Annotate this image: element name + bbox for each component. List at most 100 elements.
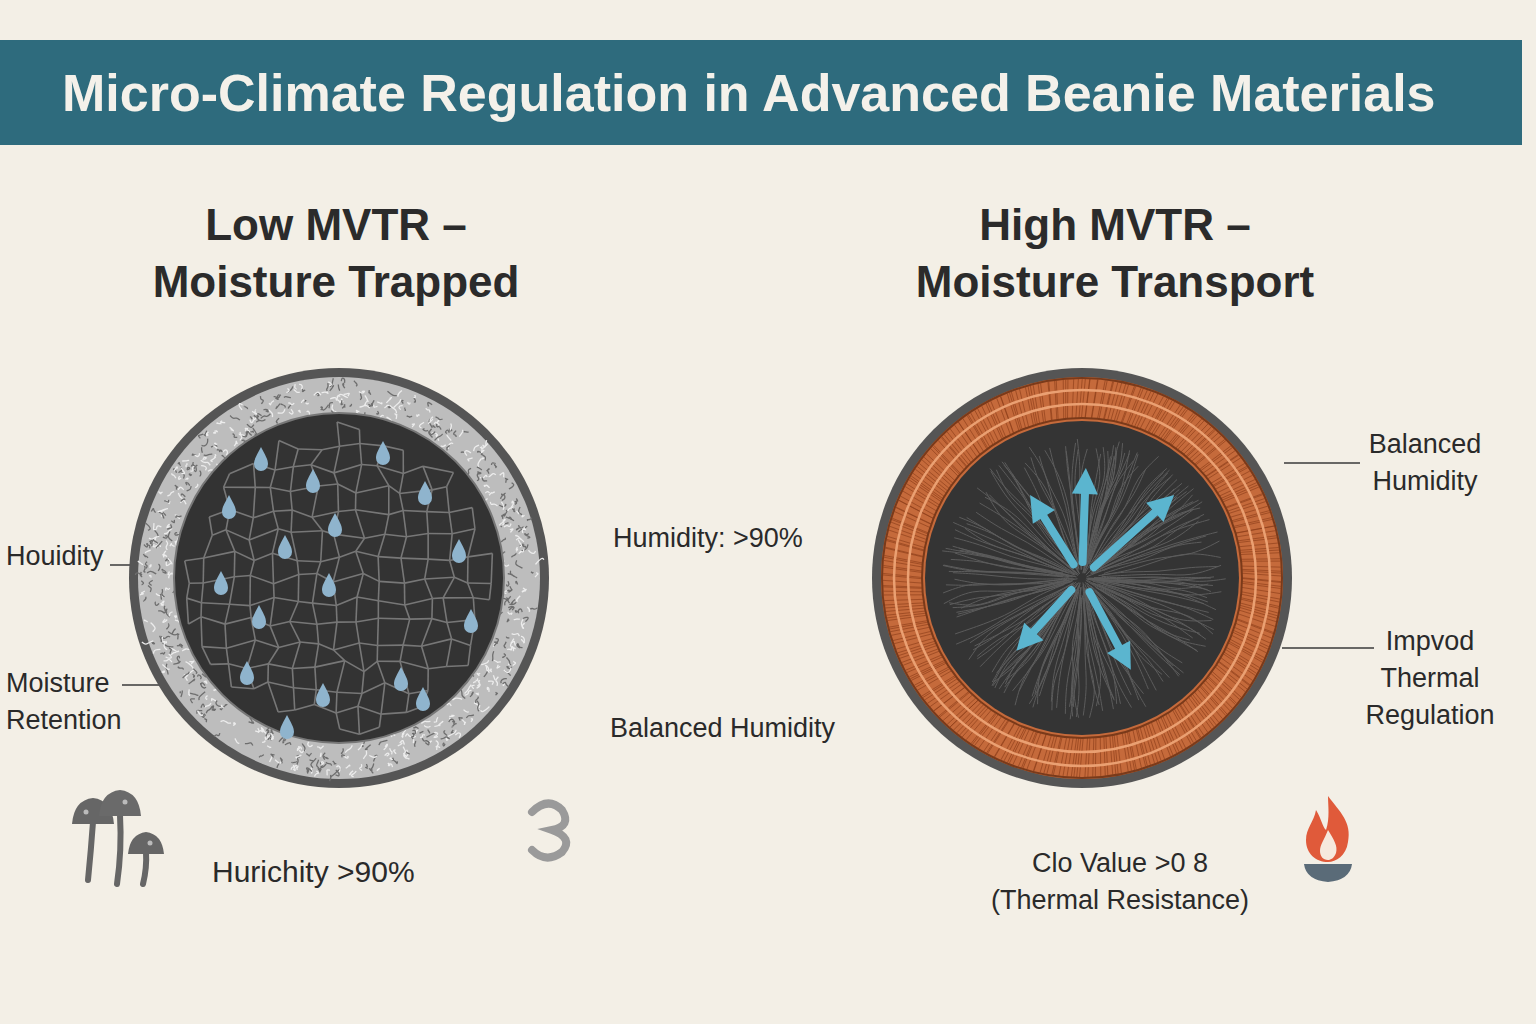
ring-fiber — [1103, 381, 1112, 419]
texture-fiber — [359, 391, 365, 393]
cell-mesh — [185, 422, 493, 734]
texture-fiber — [402, 736, 403, 738]
texture-fiber — [291, 765, 297, 770]
leader-line — [1282, 647, 1374, 649]
texture-fiber — [323, 756, 328, 759]
cell-wall — [312, 573, 316, 603]
texture-fiber — [294, 390, 300, 393]
cell-wall — [422, 639, 452, 646]
texture-fiber — [446, 430, 450, 433]
water-droplet — [322, 573, 336, 597]
cell-wall — [377, 660, 400, 662]
texture-fiber — [515, 499, 518, 502]
cell-wall — [403, 619, 410, 645]
outer-border — [129, 368, 549, 788]
circle-heading: Low MVTR – Moisture Trapped — [121, 196, 551, 310]
texture-fiber — [412, 733, 414, 739]
texture-fiber — [402, 400, 404, 403]
texture-fiber — [198, 434, 203, 438]
cell-wall — [359, 643, 377, 646]
texture-fiber — [387, 391, 396, 395]
texture-fiber — [474, 682, 477, 683]
texture-fiber — [504, 524, 511, 527]
texture-fiber — [454, 431, 456, 437]
texture-fiber — [434, 717, 438, 722]
texture-fiber — [178, 667, 184, 670]
cell-wall — [356, 538, 365, 551]
water-droplet — [316, 683, 330, 707]
texture-fiber — [384, 405, 389, 407]
ring-fiber — [1106, 736, 1108, 775]
texture-fiber — [522, 590, 526, 592]
texture-fiber — [449, 719, 455, 722]
cell-wall — [315, 644, 319, 667]
cell-wall — [432, 619, 447, 623]
texture-fiber — [487, 687, 489, 691]
fiber — [953, 546, 1069, 575]
cell-wall — [272, 529, 278, 554]
mushroom-stem — [117, 815, 121, 884]
ring-fiber — [1239, 607, 1277, 618]
cell-wall — [250, 560, 254, 575]
texture-fiber — [517, 596, 521, 602]
texture-fiber — [195, 484, 198, 488]
cell-wall — [337, 661, 345, 693]
title-banner: Micro-Climate Regulation in Advanced Bea… — [0, 40, 1522, 145]
vapour-arrow-head — [1072, 468, 1098, 494]
ring-fiber — [1240, 603, 1278, 613]
sample-circle: High MVTR – Moisture Transport — [862, 196, 1302, 793]
texture-fiber — [264, 409, 269, 411]
texture-fiber — [306, 753, 311, 756]
title-text: Micro-Climate Regulation in Advanced Bea… — [62, 63, 1436, 123]
fiber — [950, 582, 1068, 605]
texture-fiber — [517, 645, 522, 648]
cell-wall — [333, 557, 339, 582]
cell-wall — [334, 446, 340, 473]
texture-fiber — [443, 743, 445, 746]
cell-wall — [359, 643, 364, 672]
texture-fiber — [158, 564, 160, 571]
texture-fiber — [189, 679, 195, 684]
texture-fiber — [333, 761, 337, 764]
orange-ring — [881, 377, 1283, 779]
texture-fiber — [301, 400, 305, 403]
texture-fiber — [485, 665, 489, 672]
texture-fiber — [408, 402, 410, 404]
cell-wall — [321, 557, 340, 562]
texture-fiber — [478, 458, 481, 467]
texture-fiber — [327, 383, 328, 391]
cell-wall — [292, 642, 300, 668]
vapour-arrow-shaft — [1094, 510, 1158, 568]
cell-wall — [270, 488, 290, 492]
ring-fiber — [1241, 598, 1279, 607]
cell-wall — [376, 646, 378, 662]
texture-fiber — [399, 406, 403, 410]
texture-fiber — [513, 661, 516, 665]
texture-fiber — [521, 620, 523, 629]
texture-fiber — [326, 762, 332, 765]
swirl-icon — [532, 803, 566, 857]
ring-texture — [136, 378, 544, 780]
texture-fiber — [187, 467, 190, 469]
ring-fiber — [1048, 382, 1052, 421]
cell-wall — [290, 467, 293, 492]
texture-fiber — [477, 673, 480, 675]
texture-fiber — [201, 447, 203, 452]
cell-wall — [428, 533, 452, 535]
texture-fiber — [369, 755, 377, 757]
texture-fiber — [506, 517, 514, 521]
texture-fiber — [535, 558, 543, 564]
texture-fiber — [512, 509, 514, 512]
cell-wall — [423, 466, 453, 472]
texture-fiber — [511, 553, 516, 557]
texture-fiber — [429, 429, 435, 434]
fiber — [1102, 565, 1221, 576]
texture-fiber — [506, 637, 509, 639]
ring-fiber — [1242, 578, 1281, 582]
texture-fiber — [482, 477, 487, 481]
ring-fiber — [1072, 379, 1074, 418]
texture-fiber — [174, 616, 176, 618]
cell-wall — [318, 484, 337, 486]
cell-wall — [337, 484, 339, 511]
water-droplet — [452, 539, 466, 563]
